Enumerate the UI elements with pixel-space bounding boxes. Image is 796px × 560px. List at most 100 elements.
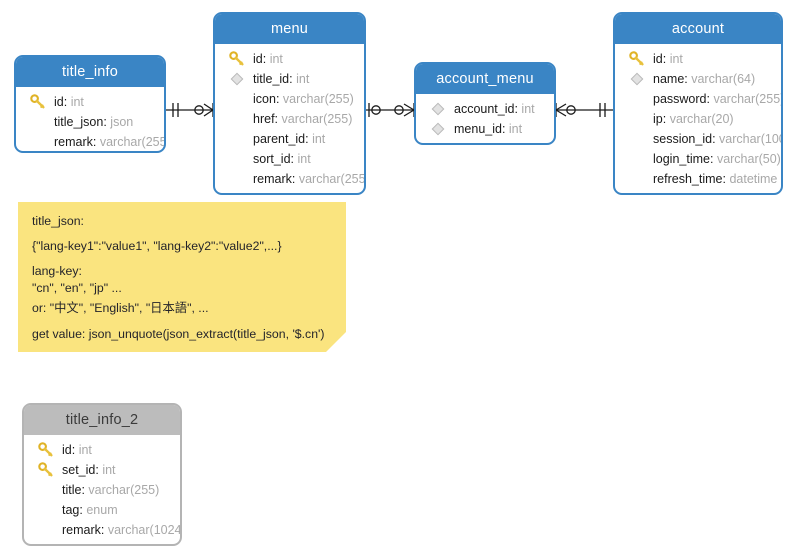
attribute-row[interactable]: session_id: varchar(100) bbox=[615, 129, 781, 149]
foreign-key-icon bbox=[430, 101, 446, 117]
attribute-type: varchar(255) bbox=[298, 172, 366, 186]
attribute-name: remark bbox=[62, 523, 101, 537]
attribute-type: varchar(20) bbox=[669, 112, 734, 126]
attribute-row[interactable]: set_id: int bbox=[24, 460, 180, 480]
attribute-name: title bbox=[62, 483, 82, 497]
attribute-row[interactable]: tag: enum bbox=[62, 503, 118, 517]
foreign-key-icon bbox=[629, 71, 645, 87]
attribute-name: password bbox=[653, 92, 707, 106]
attribute-row[interactable]: href: varchar(255) bbox=[253, 112, 353, 126]
attribute-type: varchar(1024) bbox=[107, 523, 182, 537]
attribute-type: int bbox=[70, 95, 84, 109]
attribute-type: int bbox=[269, 52, 283, 66]
entity-title-info[interactable]: title_info id: int title_json: json rema… bbox=[14, 55, 166, 153]
attribute-row[interactable]: title_id: int bbox=[215, 69, 364, 89]
attribute-type: int bbox=[78, 443, 92, 457]
attribute-name: session_id bbox=[653, 132, 713, 146]
entity-menu-attributes: id: int title_id: int icon: varchar(255)… bbox=[215, 44, 364, 193]
attribute-type: varchar(255) bbox=[281, 112, 353, 126]
attribute-name: id bbox=[54, 95, 64, 109]
entity-title-info-2-attributes: id: int set_id: int title: varchar(255) … bbox=[24, 435, 180, 544]
attribute-row[interactable]: login_time: varchar(50) bbox=[653, 152, 781, 166]
attribute-type: varchar(64) bbox=[691, 72, 756, 86]
attribute-row[interactable]: title_json: json bbox=[54, 115, 134, 129]
attribute-type: varchar(50) bbox=[716, 152, 781, 166]
foreign-key-icon bbox=[430, 121, 446, 137]
attribute-type: datetime bbox=[729, 172, 778, 186]
entity-title-info-2[interactable]: title_info_2 id: int bbox=[22, 403, 182, 546]
primary-key-icon bbox=[30, 94, 46, 110]
attribute-row[interactable]: account_id: int bbox=[416, 99, 554, 119]
note-line: lang-key: bbox=[32, 264, 82, 278]
attribute-row[interactable]: refresh_time: datetime bbox=[653, 172, 778, 186]
entity-title-info-header: title_info bbox=[16, 57, 164, 87]
attribute-row[interactable]: id: int bbox=[615, 49, 781, 69]
attribute-type: varchar(100) bbox=[719, 132, 783, 146]
attribute-type: int bbox=[669, 52, 683, 66]
attribute-row[interactable]: remark: varchar(255) bbox=[215, 169, 364, 189]
entity-account-header: account bbox=[615, 14, 781, 44]
attribute-name: title_json bbox=[54, 115, 104, 129]
entity-title-info-2-header: title_info_2 bbox=[24, 405, 180, 435]
entity-account-menu-attributes: account_id: int menu_id: int bbox=[416, 94, 554, 143]
attribute-name: ip bbox=[653, 112, 663, 126]
attribute-type: int bbox=[521, 102, 535, 116]
foreign-key-icon bbox=[229, 71, 245, 87]
attribute-row[interactable]: menu_id: int bbox=[416, 119, 554, 139]
attribute-name: sort_id bbox=[253, 152, 291, 166]
attribute-name: tag bbox=[62, 503, 80, 517]
attribute-type: int bbox=[508, 122, 523, 136]
attribute-row[interactable]: ip: varchar(20) bbox=[653, 112, 734, 126]
entity-menu-header: menu bbox=[215, 14, 364, 44]
primary-key-icon bbox=[629, 51, 645, 67]
attribute-type: int bbox=[296, 72, 310, 86]
attribute-row[interactable]: icon: varchar(255) bbox=[253, 92, 354, 106]
primary-key-icon bbox=[229, 51, 245, 67]
sticky-note-title-json[interactable]: title_json: {"lang-key1":"value1", "lang… bbox=[18, 202, 346, 352]
attribute-type: varchar(255) bbox=[713, 92, 783, 106]
attribute-name: name bbox=[653, 72, 685, 86]
attribute-row[interactable]: title: varchar(255) bbox=[62, 483, 160, 497]
note-line: "cn", "en", "jp" ... bbox=[32, 281, 122, 295]
attribute-row[interactable]: remark: varchar(255) bbox=[16, 132, 164, 151]
attribute-name: id bbox=[253, 52, 263, 66]
attribute-row[interactable]: name: varchar(64) bbox=[615, 69, 781, 89]
attribute-name: href bbox=[253, 112, 275, 126]
attribute-type: varchar(255) bbox=[282, 92, 354, 106]
attribute-name: login_time bbox=[653, 152, 710, 166]
attribute-row[interactable]: sort_id: int bbox=[253, 152, 311, 166]
attribute-name: refresh_time bbox=[653, 172, 723, 186]
attribute-row[interactable]: id: int bbox=[16, 92, 164, 112]
attribute-name: menu_id bbox=[454, 122, 502, 136]
attribute-name: remark bbox=[253, 172, 292, 186]
attribute-row[interactable]: id: int bbox=[215, 49, 364, 69]
attribute-type: int bbox=[297, 152, 311, 166]
attribute-row[interactable]: remark: varchar(1024) bbox=[24, 520, 180, 540]
attribute-row[interactable]: id: int bbox=[24, 440, 180, 460]
entity-account[interactable]: account id: int name: varc bbox=[613, 12, 783, 195]
note-line: get value: json_unquote(json_extract(tit… bbox=[32, 327, 325, 341]
attribute-name: icon bbox=[253, 92, 276, 106]
attribute-name: id bbox=[62, 443, 72, 457]
entity-account-menu[interactable]: account_menu account_id: int menu_id: in… bbox=[414, 62, 556, 145]
attribute-name: remark bbox=[54, 135, 93, 149]
entity-menu[interactable]: menu id: int title_id: int bbox=[213, 12, 366, 195]
attribute-row[interactable]: password: varchar(255) bbox=[653, 92, 783, 106]
entity-account-attributes: id: int name: varchar(64) password: varc… bbox=[615, 44, 783, 193]
entity-title-info-attributes: id: int title_json: json remark: varchar… bbox=[16, 87, 164, 151]
attribute-type: varchar(255) bbox=[88, 483, 160, 497]
attribute-name: id bbox=[653, 52, 663, 66]
note-line: title_json: bbox=[32, 214, 84, 228]
attribute-row[interactable]: parent_id: int bbox=[253, 132, 326, 146]
attribute-name: account_id bbox=[454, 102, 515, 116]
primary-key-icon bbox=[38, 462, 54, 478]
attribute-type: int bbox=[312, 132, 326, 146]
note-fold-corner-icon bbox=[326, 332, 346, 352]
attribute-name: parent_id bbox=[253, 132, 306, 146]
attribute-name: title_id bbox=[253, 72, 290, 86]
attribute-name: set_id bbox=[62, 463, 96, 477]
sticky-note-content: title_json: {"lang-key1":"value1", "lang… bbox=[18, 202, 346, 341]
primary-key-icon bbox=[38, 442, 54, 458]
